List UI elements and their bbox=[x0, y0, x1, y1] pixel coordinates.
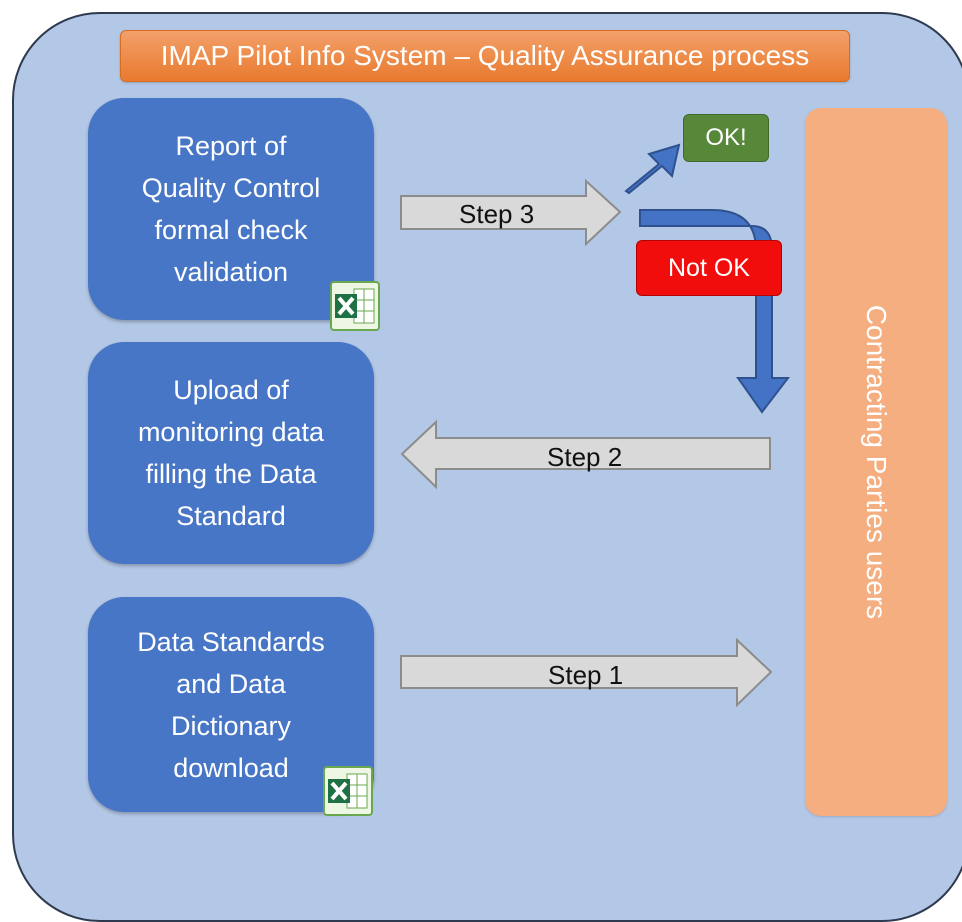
download-box-label: Data Standards and Data Dictionary downl… bbox=[137, 626, 325, 783]
upload-box: Upload of monitoring data filling the Da… bbox=[88, 342, 374, 564]
ok-badge: OK! bbox=[683, 114, 769, 162]
not-ok-badge: Not OK bbox=[636, 240, 782, 296]
step3-label: Step 3 bbox=[459, 199, 535, 229]
report-box-label: Report of Quality Control formal check v… bbox=[141, 131, 321, 287]
step3-arrow bbox=[400, 178, 622, 247]
step2-label: Step 2 bbox=[547, 442, 623, 472]
excel-icon bbox=[330, 281, 380, 331]
not-ok-arrow bbox=[639, 209, 791, 414]
contracting-parties-bar bbox=[805, 108, 947, 816]
excel-icon bbox=[323, 766, 373, 816]
diagram-title: IMAP Pilot Info System – Quality Assuran… bbox=[120, 30, 850, 82]
ok-arrow bbox=[624, 143, 681, 195]
upload-box-label: Upload of monitoring data filling the Da… bbox=[137, 375, 325, 531]
step1-label: Step 1 bbox=[548, 660, 624, 690]
download-box: Data Standards and Data Dictionary downl… bbox=[88, 597, 374, 812]
step1-arrow bbox=[400, 637, 773, 708]
report-box: Report of Quality Control formal check v… bbox=[88, 98, 374, 320]
step2-arrow bbox=[400, 419, 771, 490]
